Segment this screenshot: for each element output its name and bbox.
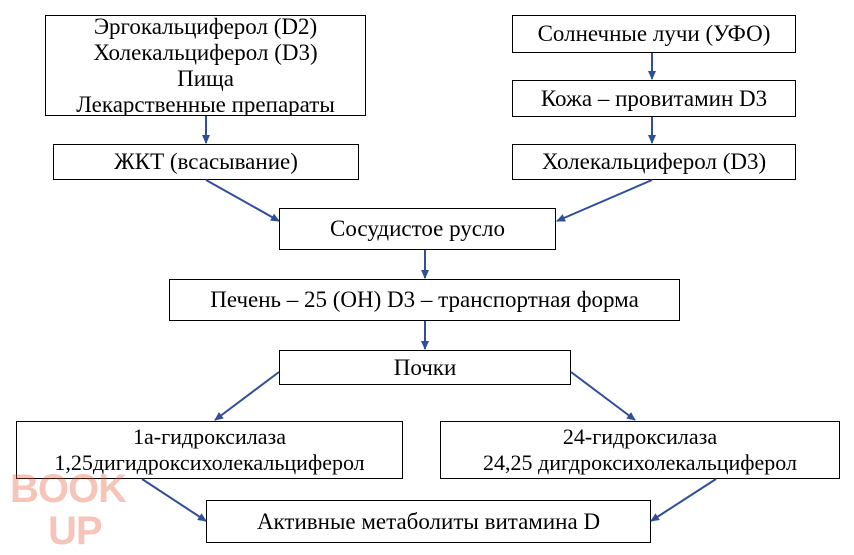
kidneys-label: Почки (393, 354, 457, 380)
liver-label: Печень – 25 (OH) D3 – транспортная форма (210, 287, 639, 312)
cholecalciferol-label: Холекальциферол (D3) (541, 149, 767, 174)
gkt-box: ЖКТ (всасывание) (53, 144, 359, 180)
source-cholecalciferol: Холекальциферол (D3) (93, 39, 318, 65)
watermark-bottom: UP (48, 509, 102, 548)
bookup-watermark-logo: BOOK UP (10, 467, 128, 548)
sunlight-box: Солнечные лучи (УФО) (512, 15, 796, 53)
sunlight-label: Солнечные лучи (УФО) (537, 21, 771, 46)
active-metabolites-label: Активные метаболиты витамина D (256, 508, 601, 534)
liver-box: Печень – 25 (OH) D3 – транспортная форма (169, 279, 680, 321)
source-ergocalciferol: Эргокальциферол (D2) (93, 15, 318, 39)
arrow-24-to-active (650, 478, 717, 522)
source-food: Пища (177, 65, 234, 91)
arrow-kidneys-to-1a (214, 371, 280, 421)
hydroxylase-1a-box: 1а-гидроксилаза 1,25дигидроксихолекальци… (16, 421, 403, 479)
arrow-kidneys-to-24 (570, 371, 636, 421)
sources-box: Эргокальциферол (D2) Холекальциферол (D3… (45, 15, 366, 116)
gkt-label: ЖКТ (всасывание) (114, 149, 298, 174)
kidneys-box: Почки (279, 350, 571, 385)
hydroxylase-1a-label: 1а-гидроксилаза (133, 424, 286, 449)
watermark-top: BOOK (10, 467, 127, 511)
skin-box: Кожа – провитамин D3 (512, 80, 796, 117)
hydroxylase-24-box: 24-гидроксилаза 24,25 дигдроксихолекальц… (440, 421, 840, 479)
hydroxylase-24-product: 24,25 дигдроксихолекальциферол (483, 450, 797, 475)
skin-label: Кожа – провитамин D3 (540, 85, 768, 111)
hydroxylase-1a-product: 1,25дигидроксихолекальциферол (54, 450, 365, 475)
source-medications: Лекарственные препараты (76, 91, 335, 116)
active-metabolites-box: Активные метаболиты витамина D (206, 500, 651, 543)
cholecalciferol-box: Холекальциферол (D3) (512, 144, 796, 180)
bloodstream-box: Сосудистое русло (279, 208, 556, 250)
bloodstream-label: Сосудистое русло (330, 216, 505, 241)
arrow-gkt-to-bloodstream (205, 179, 280, 222)
hydroxylase-24-label: 24-гидроксилаза (562, 424, 718, 449)
arrow-cholecalciferol-to-bloodstream (556, 179, 653, 222)
